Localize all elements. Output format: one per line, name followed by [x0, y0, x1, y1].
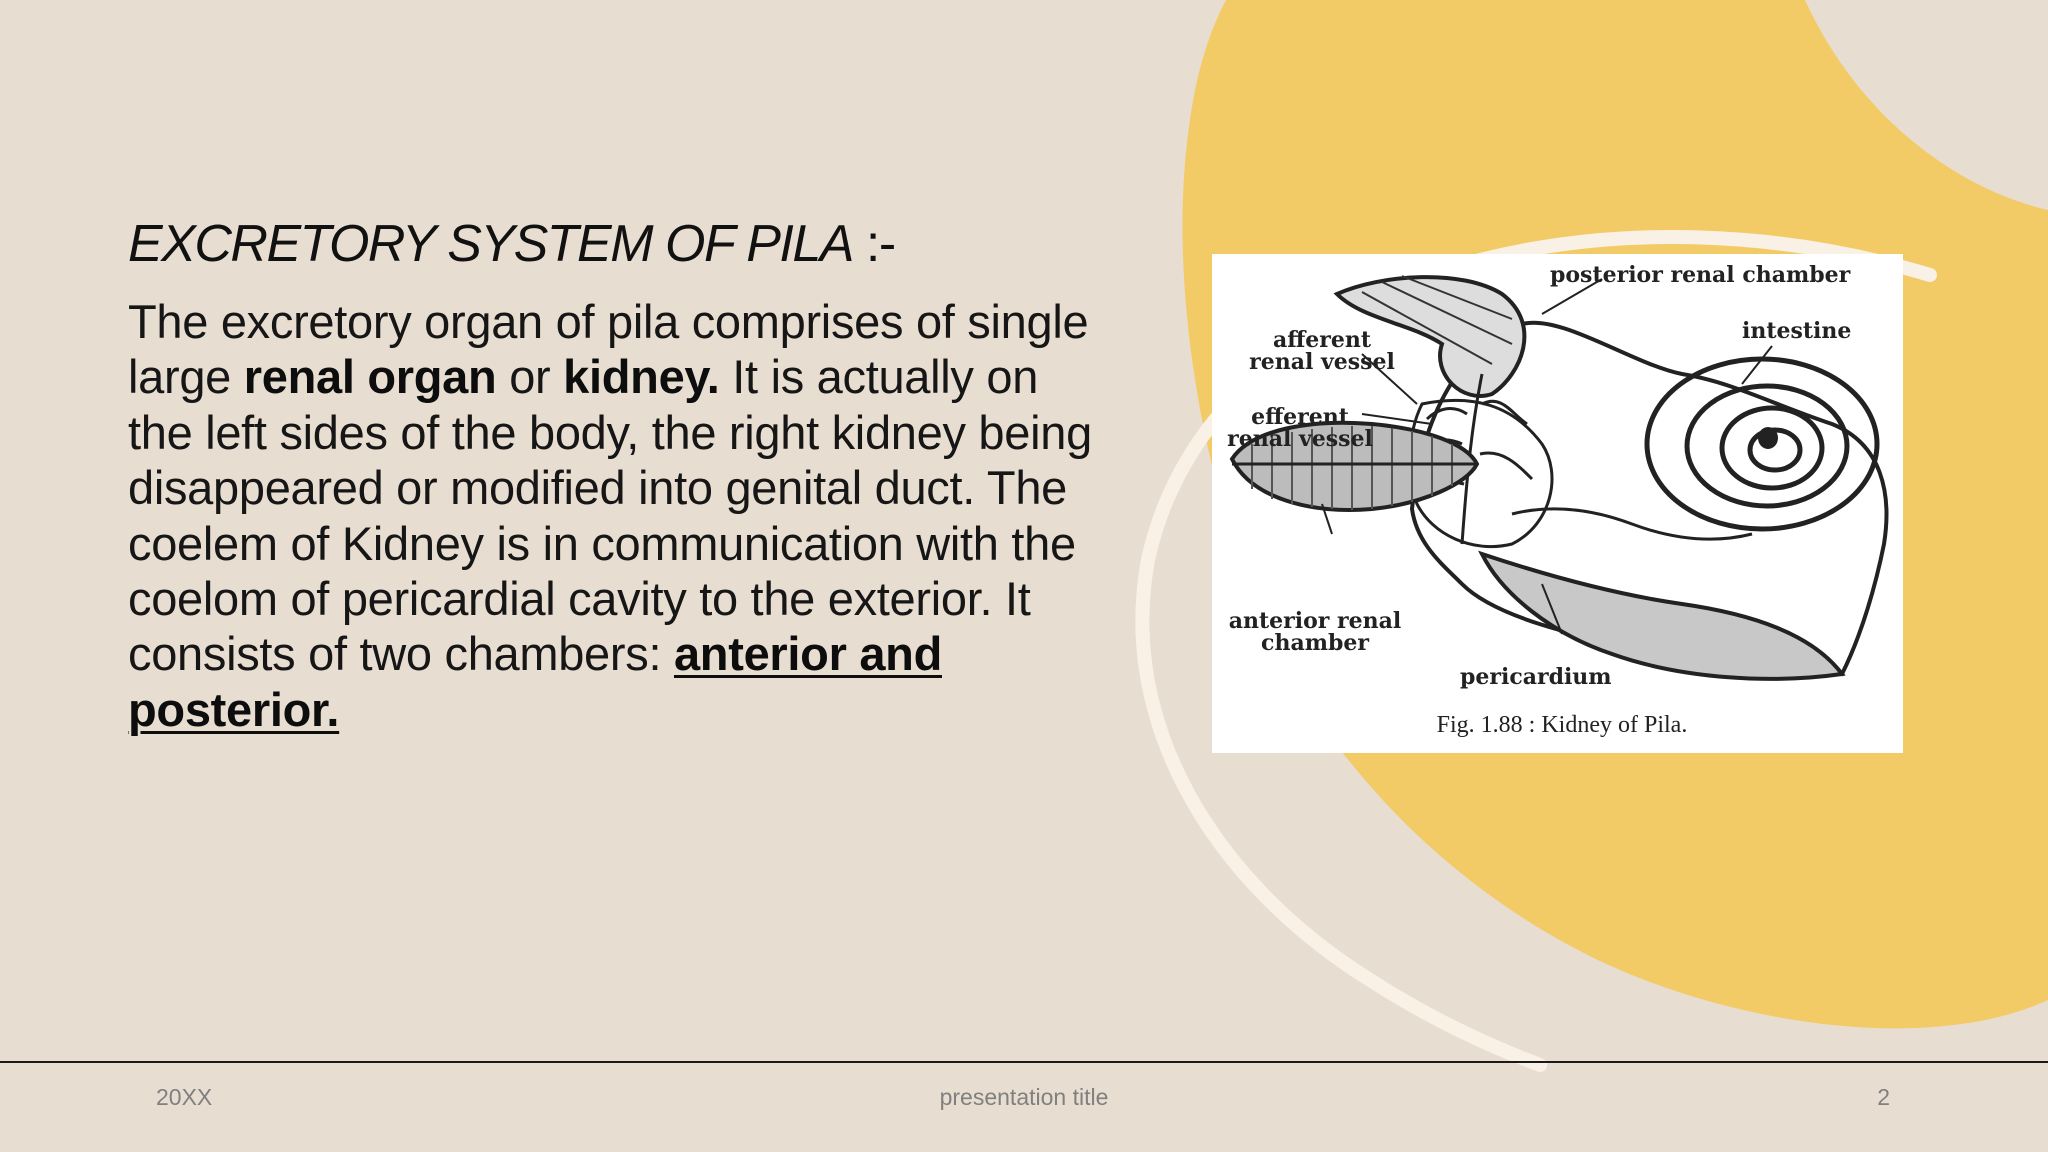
footer-presentation-title: presentation title: [939, 1084, 1109, 1110]
slide-title-suffix: :-: [852, 215, 896, 273]
kidney-illustration: [1229, 275, 1889, 681]
slide-title: EXCRETORY SYSTEM OF PILA :-: [128, 214, 1128, 274]
kidney-figure: posterior renal chamber afferent renal v…: [1212, 254, 1903, 753]
body-text-2: or: [496, 350, 564, 404]
body-underline-chambers: anterior and posterior.: [128, 627, 942, 736]
label-posterior-renal-chamber: posterior renal chamber: [1550, 262, 1851, 288]
label-afferent-renal-vessel: afferent renal vessel: [1249, 327, 1395, 375]
body-text-1: The excretory organ of pila comprises of…: [128, 295, 1089, 404]
footer-divider: [0, 1061, 2048, 1063]
label-anterior-renal-chamber: anterior renal chamber: [1228, 608, 1402, 656]
footer-page-number: 2: [1877, 1084, 1890, 1110]
footer-date: 20XX: [156, 1084, 213, 1110]
body-bold-kidney: kidney.: [563, 350, 720, 404]
label-intestine: intestine: [1742, 318, 1852, 344]
label-efferent-renal-vessel: efferent renal vessel: [1227, 404, 1373, 452]
slide-title-main: EXCRETORY SYSTEM OF PILA: [128, 215, 854, 273]
figure-caption: Fig. 1.88 : Kidney of Pila.: [1436, 712, 1688, 738]
body-bold-renal-organ: renal organ: [243, 350, 497, 404]
label-pericardium: pericardium: [1460, 664, 1612, 690]
body-paragraph: The excretory organ of pila comprises of…: [128, 294, 1108, 737]
decorative-arc: [1135, 230, 1937, 1072]
body-text-3: It is actually on the left sides of the …: [128, 350, 1092, 681]
